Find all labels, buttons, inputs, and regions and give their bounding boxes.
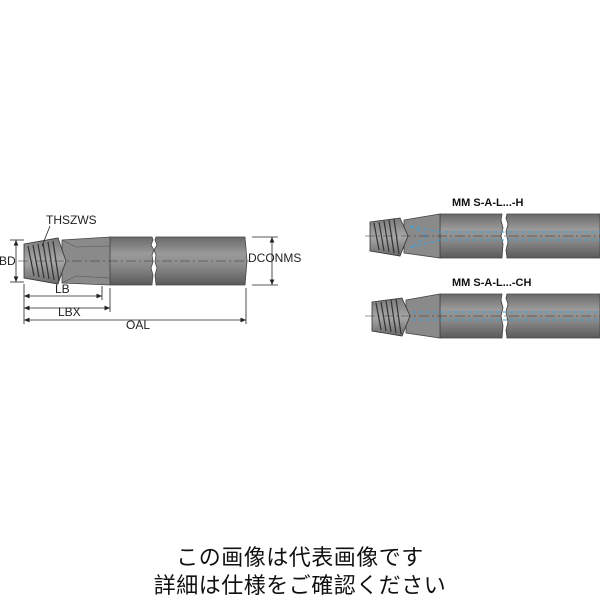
caption-line-1: この画像は代表画像です (176, 546, 424, 571)
caption-line-2: 詳細は仕様をご確認ください (153, 574, 447, 599)
main-tool (18, 236, 250, 286)
label-thszws: THSZWS (46, 213, 97, 227)
variant-h-tool (365, 213, 600, 259)
label-lb: LB (55, 282, 70, 296)
label-dconms: DCONMS (248, 251, 301, 265)
label-bd: BD (0, 254, 16, 268)
dimension-labels: THSZWS BD DCONMS LB LBX OAL (0, 213, 301, 332)
variant-ch-tool (365, 293, 600, 339)
label-oal: OAL (126, 318, 150, 332)
variant-ch-label: MM S-A-L...-CH (452, 277, 531, 289)
label-lbx: LBX (58, 305, 81, 319)
dimension-lines (10, 225, 278, 324)
variant-h-label: MM S-A-L...-H (452, 197, 524, 209)
